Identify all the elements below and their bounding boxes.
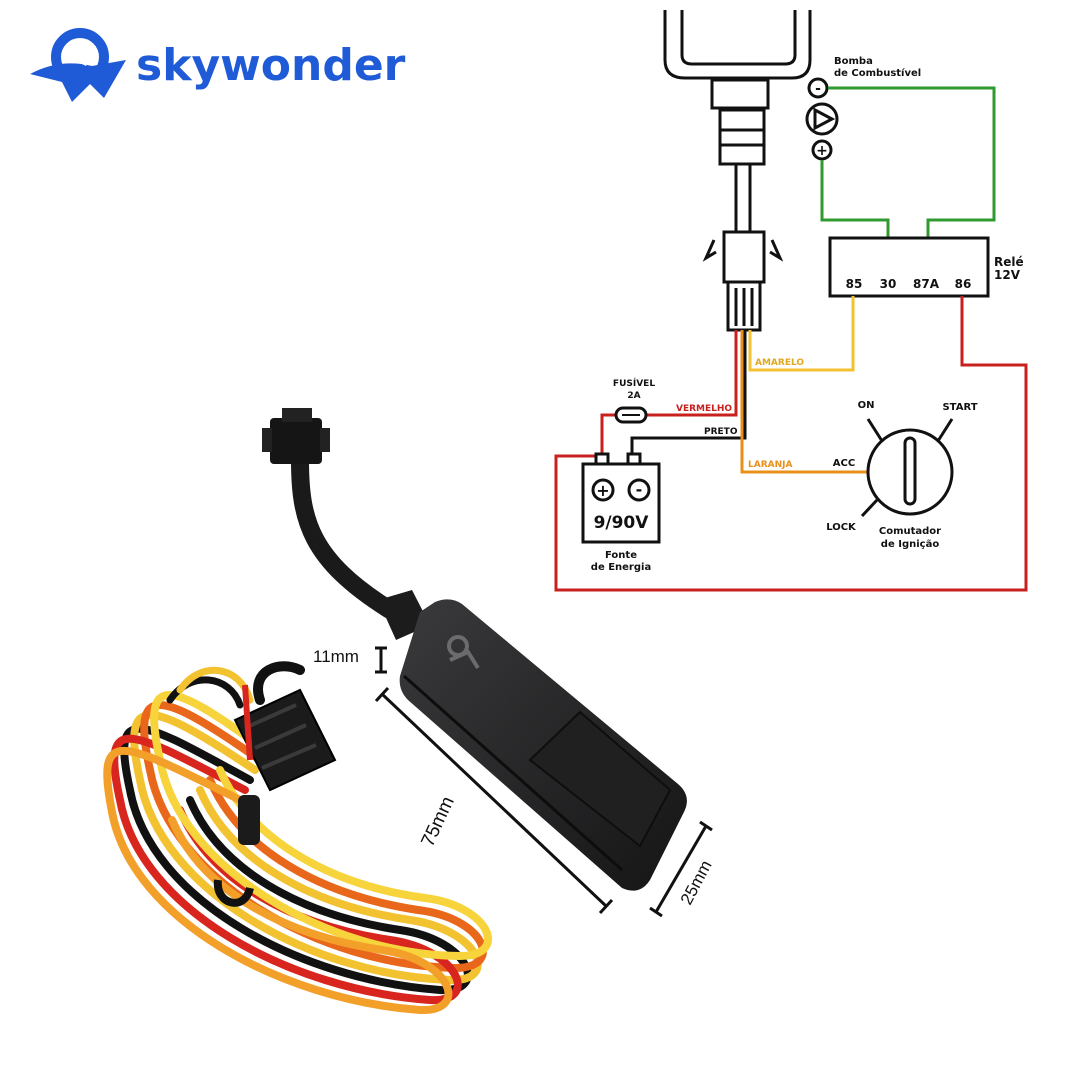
tracker-body (399, 599, 687, 891)
height-label: 11mm (313, 647, 359, 666)
fuse-label-line2: 2A (627, 391, 640, 401)
device-logo-icon (447, 635, 480, 670)
pump-label-line2: de Combustível (834, 67, 921, 79)
relay-label-line2: 12V (994, 268, 1021, 282)
length-label: 75mm (417, 793, 458, 850)
wire-label-red: VERMELHO (676, 404, 732, 414)
gps-tracker-device (103, 408, 687, 1015)
brand-name: skywonder (136, 40, 406, 91)
ignition-label-line1: Comutador (879, 526, 941, 537)
battery-voltage: 9/90V (594, 513, 650, 533)
brand-logo: skywonder (30, 28, 406, 102)
fuse: FUSÍVEL 2A (613, 377, 655, 424)
relay: 85 30 87A 86 Relé 12V (828, 236, 1024, 298)
pump-label-line1: Bomba (834, 56, 873, 67)
ignition-start-label: START (942, 402, 977, 413)
ignition-label-line2: de Ignição (881, 539, 940, 550)
harness-wires (554, 296, 1028, 592)
battery-plus-sign: + (596, 481, 609, 500)
pump-minus-sign: - (815, 81, 821, 97)
device-connector (262, 408, 330, 464)
length-dimension (374, 686, 614, 915)
fuse-holder (233, 661, 337, 845)
green-wires (820, 86, 996, 240)
main-cable (291, 451, 399, 619)
relay-pin-85: 85 (846, 277, 863, 291)
battery: + - 9/90V Fonte de Energia (581, 452, 661, 573)
skywonder-logo-icon (30, 28, 126, 102)
wire-label-yellow: AMARELO (755, 358, 804, 368)
fuel-pump: - + Bomba de Combustível (805, 56, 921, 161)
battery-label-line2: de Energia (591, 562, 651, 573)
ignition-switch: ON START ACC LOCK Comutador de Ignição (826, 400, 978, 550)
relay-pin-86: 86 (955, 277, 972, 291)
ignition-on-label: ON (858, 400, 875, 411)
dimension-markers (374, 646, 713, 918)
relay-pin-30: 30 (880, 277, 897, 291)
pump-plus-terminal (811, 139, 833, 161)
wire-label-black: PRETO (704, 427, 738, 437)
relay-label-line1: Relé (994, 255, 1024, 269)
ignition-acc-label: ACC (833, 458, 855, 469)
ignition-lock-label: LOCK (826, 522, 857, 533)
height-dimension (375, 646, 387, 674)
wire-bundle (103, 666, 492, 1015)
wiring-diagram: - + Bomba de Combustível 85 30 87A 86 Re… (554, 10, 1028, 592)
cable-tie (213, 879, 254, 907)
relay-pin-87a: 87A (913, 277, 940, 291)
pump-plus-sign: + (816, 143, 828, 159)
width-dimension (649, 820, 713, 918)
battery-label-line1: Fonte (605, 550, 637, 561)
tracker-plug (663, 10, 812, 332)
battery-minus-sign: - (636, 480, 643, 499)
pump-minus-terminal (807, 77, 829, 99)
wire-label-orange: LARANJA (748, 460, 792, 470)
fuse-label-line1: FUSÍVEL (613, 377, 655, 389)
